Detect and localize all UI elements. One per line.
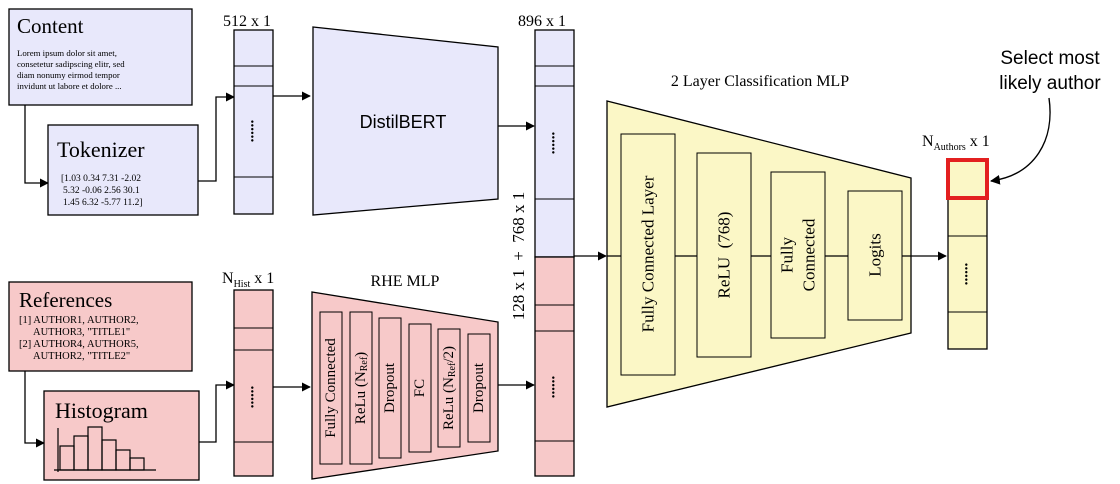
svg-text:Logits: Logits [866,233,885,276]
svg-text:Fully Connected Layer: Fully Connected Layer [639,175,658,332]
histogram-icon [54,426,156,472]
tokenizer-to-vector-arrow [198,92,235,182]
tokenizer-line: 1.45 6.32 -5.77 11.2] [63,198,143,208]
histogram-box: Histogram [43,390,200,481]
reference-line: [2] AUTHOR4, AUTHOR5, [19,339,139,350]
tokenizer-line: 5.32 -0.06 2.56 30.1 [63,186,140,196]
concat-vector-label: 896 x 1 [518,13,566,30]
distilbert-label: DistilBERT [360,112,447,132]
tokenizer-title: Tokenizer [57,137,145,162]
output-vector: ...... [946,158,989,350]
reference-line: AUTHOR3, "TITLE1" [33,327,130,338]
select-author-annotation: Select most likely author [990,48,1101,185]
tokenizer-line: [1.03 0.34 7.31 -2.02 [61,174,141,184]
token-vector-ellipsis: ...... [242,120,258,143]
references-box: References [1] AUTHOR1, AUTHOR2, AUTHOR3… [8,281,193,372]
histogram-title: Histogram [55,398,148,423]
hist-vector-ellipsis: ...... [242,386,258,409]
rhe-mlp-block: Fully Connected ReLu (NRef) Dropout FC R… [311,291,499,480]
output-vector-label: NAuthors x 1 [922,133,990,153]
token-vector-label: 512 x 1 [223,13,271,30]
content-line: invidunt ut labore et dolore ... [17,81,122,91]
annotation-line-2: likely author [999,73,1101,94]
rhe-layer-relu-half: ReLu (NRef/2) [437,328,461,448]
svg-text:Dropout: Dropout [471,362,487,413]
content-box: Content Lorem ipsum dolor sit amet, cons… [8,8,193,106]
annotation-line-1: Select most [1000,48,1100,69]
svg-text:ReLU (768): ReLU (768) [715,212,734,299]
rhe-mlp-title: RHE MLP [371,273,440,290]
svg-text:FC: FC [412,379,428,397]
content-line: consetetur sadipscing elitr, sed [17,59,125,69]
hist-vector-label: NHist x 1 [222,270,274,290]
classification-mlp-block: Fully Connected Layer ReLU (768) Fully C… [606,100,947,408]
rhe-layer-fc: FC [408,323,432,453]
reference-line: AUTHOR2, "TITLE2" [33,351,130,362]
references-to-histogram-arrow [24,371,45,448]
tokenizer-box: Tokenizer [1.03 0.34 7.31 -2.02 5.32 -0.… [47,124,199,216]
svg-text:Fully Connected: Fully Connected [323,338,339,438]
histogram-to-vector-arrow [199,380,235,443]
rhe-layer-dropout-2: Dropout [467,333,491,443]
output-vector-ellipsis: ...... [956,263,972,286]
distilbert-block: DistilBERT [312,26,499,216]
classifier-layer-fully-connected: Fully Connected Layer [620,133,676,376]
rhe-layer-relu: ReLu (NRef) [349,311,373,465]
svg-text:Dropout: Dropout [382,362,398,413]
reference-line: [1] AUTHOR1, AUTHOR2, [19,315,139,326]
content-line: diam nonumy eirmod tempor [17,70,120,80]
classification-mlp-title: 2 Layer Classification MLP [671,73,849,90]
content-line: Lorem ipsum dolor sit amet, [17,48,117,58]
classifier-layer-fully-connected-2: Fully Connected [770,171,826,339]
svg-text:ReLu (NRef): ReLu (NRef) [353,352,370,424]
rhe-layer-fully-connected: Fully Connected [319,311,343,465]
svg-text:Fully: Fully [778,237,797,273]
selected-author-highlight [946,158,989,200]
concat-vector: ...... ...... [534,29,575,477]
svg-text:Connected: Connected [800,218,819,291]
classifier-layer-relu: ReLU (768) [696,152,752,358]
svg-text:ReLu (NRef/2): ReLu (NRef/2) [441,346,458,430]
token-vector: ...... [233,29,274,215]
rhe-layer-dropout: Dropout [378,317,402,459]
content-title: Content [17,14,84,38]
annotation-arrow [990,97,1051,185]
concat-vector-ellipsis-top: ...... [543,132,559,155]
concat-vector-ellipsis-bottom: ...... [543,376,559,399]
hist-vector: ...... [233,289,274,477]
classifier-layer-logits: Logits [847,190,903,321]
content-to-tokenizer-arrow [24,105,49,188]
references-title: References [19,288,112,312]
concat-side-label: 128 x 1 + 768 x 1 [509,192,528,321]
